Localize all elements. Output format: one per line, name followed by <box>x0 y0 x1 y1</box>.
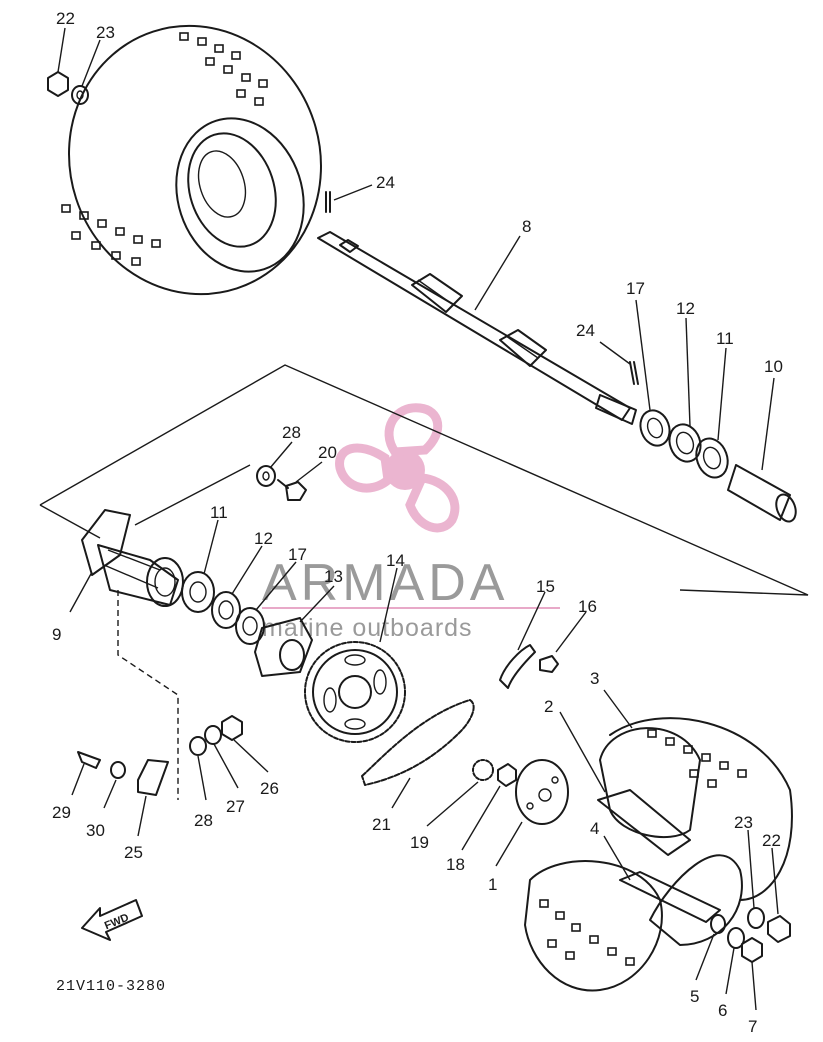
callout-24: 24 <box>376 173 395 192</box>
collar-12-right <box>668 423 702 463</box>
callout-5: 5 <box>690 987 699 1006</box>
oil-seal-17-right <box>639 409 671 447</box>
callout-12-left: 12 <box>254 529 273 548</box>
callout-2: 2 <box>544 697 553 716</box>
callout-28: 28 <box>282 423 301 442</box>
oil-seal-17-left <box>235 607 265 645</box>
washer-27 <box>204 725 222 745</box>
callout-15: 15 <box>536 577 555 596</box>
nut-26 <box>221 715 243 741</box>
wheel-spacer-4 <box>619 871 721 923</box>
axle-shaft-8 <box>317 231 637 425</box>
diagram-code: 21V110-3280 <box>56 978 166 995</box>
callout-labels: 22 23 24 8 17 12 11 10 24 28 20 11 12 17… <box>52 9 783 1036</box>
washer-28-top <box>256 465 276 487</box>
callout-22: 22 <box>56 9 75 28</box>
wheel-tire-front-right <box>524 854 743 992</box>
bearing-11-left <box>181 571 215 613</box>
cotter-pin-24-right <box>629 361 639 385</box>
callout-1: 1 <box>488 875 497 894</box>
forward-label: FWD <box>103 912 131 933</box>
washer-6 <box>727 927 745 949</box>
nut-7 <box>741 937 763 963</box>
sprocket-hub-13 <box>254 617 313 677</box>
wheel-tire-right-3 <box>609 717 793 901</box>
callout-28-bottom: 28 <box>194 811 213 830</box>
bolt-20 <box>277 479 307 501</box>
callout-22-right: 22 <box>762 831 781 850</box>
callout-11-left: 11 <box>210 503 228 522</box>
washer-23-top <box>71 85 89 105</box>
axle-hub-housing-9 <box>81 509 184 607</box>
cotter-pin-24-top <box>325 191 331 213</box>
callout-8: 8 <box>522 217 531 236</box>
watermark-subtitle: marine outboards <box>262 614 473 642</box>
wheel-tire-left <box>61 24 322 296</box>
hub-plate-1 <box>515 759 569 825</box>
bracket-25 <box>137 759 169 796</box>
watermark-brand: ARMADA <box>262 554 508 612</box>
assembly-frame <box>39 364 809 596</box>
callout-27: 27 <box>226 797 245 816</box>
callout-19: 19 <box>410 833 429 852</box>
callout-14: 14 <box>386 551 405 570</box>
tire-tread-left <box>61 32 268 266</box>
bolt-16 <box>539 655 559 673</box>
washer-28-bottom <box>189 736 207 756</box>
nut-22-top <box>47 71 69 97</box>
drive-chain-21 <box>361 699 475 786</box>
tire-tread-front <box>539 899 635 966</box>
callout-30: 30 <box>86 821 105 840</box>
callout-26: 26 <box>260 779 279 798</box>
propeller-logo-icon <box>335 403 460 533</box>
callout-4: 4 <box>590 819 599 838</box>
callout-20: 20 <box>318 443 337 462</box>
spacer-10 <box>727 464 797 523</box>
driven-sprocket-14 <box>304 641 406 743</box>
callout-9: 9 <box>52 625 61 644</box>
callout-13: 13 <box>324 567 343 586</box>
callout-16: 16 <box>578 597 597 616</box>
callout-21: 21 <box>372 815 391 834</box>
leader-lines <box>57 27 779 1011</box>
callout-11: 11 <box>716 329 734 348</box>
washer-5 <box>710 914 726 934</box>
chain-guide-15 <box>499 644 536 689</box>
callout-23: 23 <box>96 23 115 42</box>
callout-17-left: 17 <box>288 545 307 564</box>
wheel-rim-2 <box>597 727 701 856</box>
nut-18 <box>497 763 517 787</box>
callout-25: 25 <box>124 843 143 862</box>
callout-12: 12 <box>676 299 695 318</box>
callout-17: 17 <box>626 279 645 298</box>
callout-3: 3 <box>590 669 599 688</box>
bearing-11-right <box>695 437 729 479</box>
tire-tread-right <box>647 729 747 788</box>
callout-10: 10 <box>764 357 783 376</box>
callout-29: 29 <box>52 803 71 822</box>
callout-7: 7 <box>748 1017 757 1036</box>
collar-12-left <box>211 591 241 629</box>
forward-arrow-icon: FWD <box>81 899 143 941</box>
callout-18: 18 <box>446 855 465 874</box>
washer-30 <box>110 761 126 779</box>
callout-6: 6 <box>718 1001 727 1020</box>
washer-23-right <box>747 907 765 929</box>
drive-sprocket-19 <box>472 759 494 781</box>
callout-23-right: 23 <box>734 813 753 832</box>
nut-22-right <box>767 915 791 943</box>
callout-24-right: 24 <box>576 321 595 340</box>
bolt-29 <box>77 751 101 769</box>
